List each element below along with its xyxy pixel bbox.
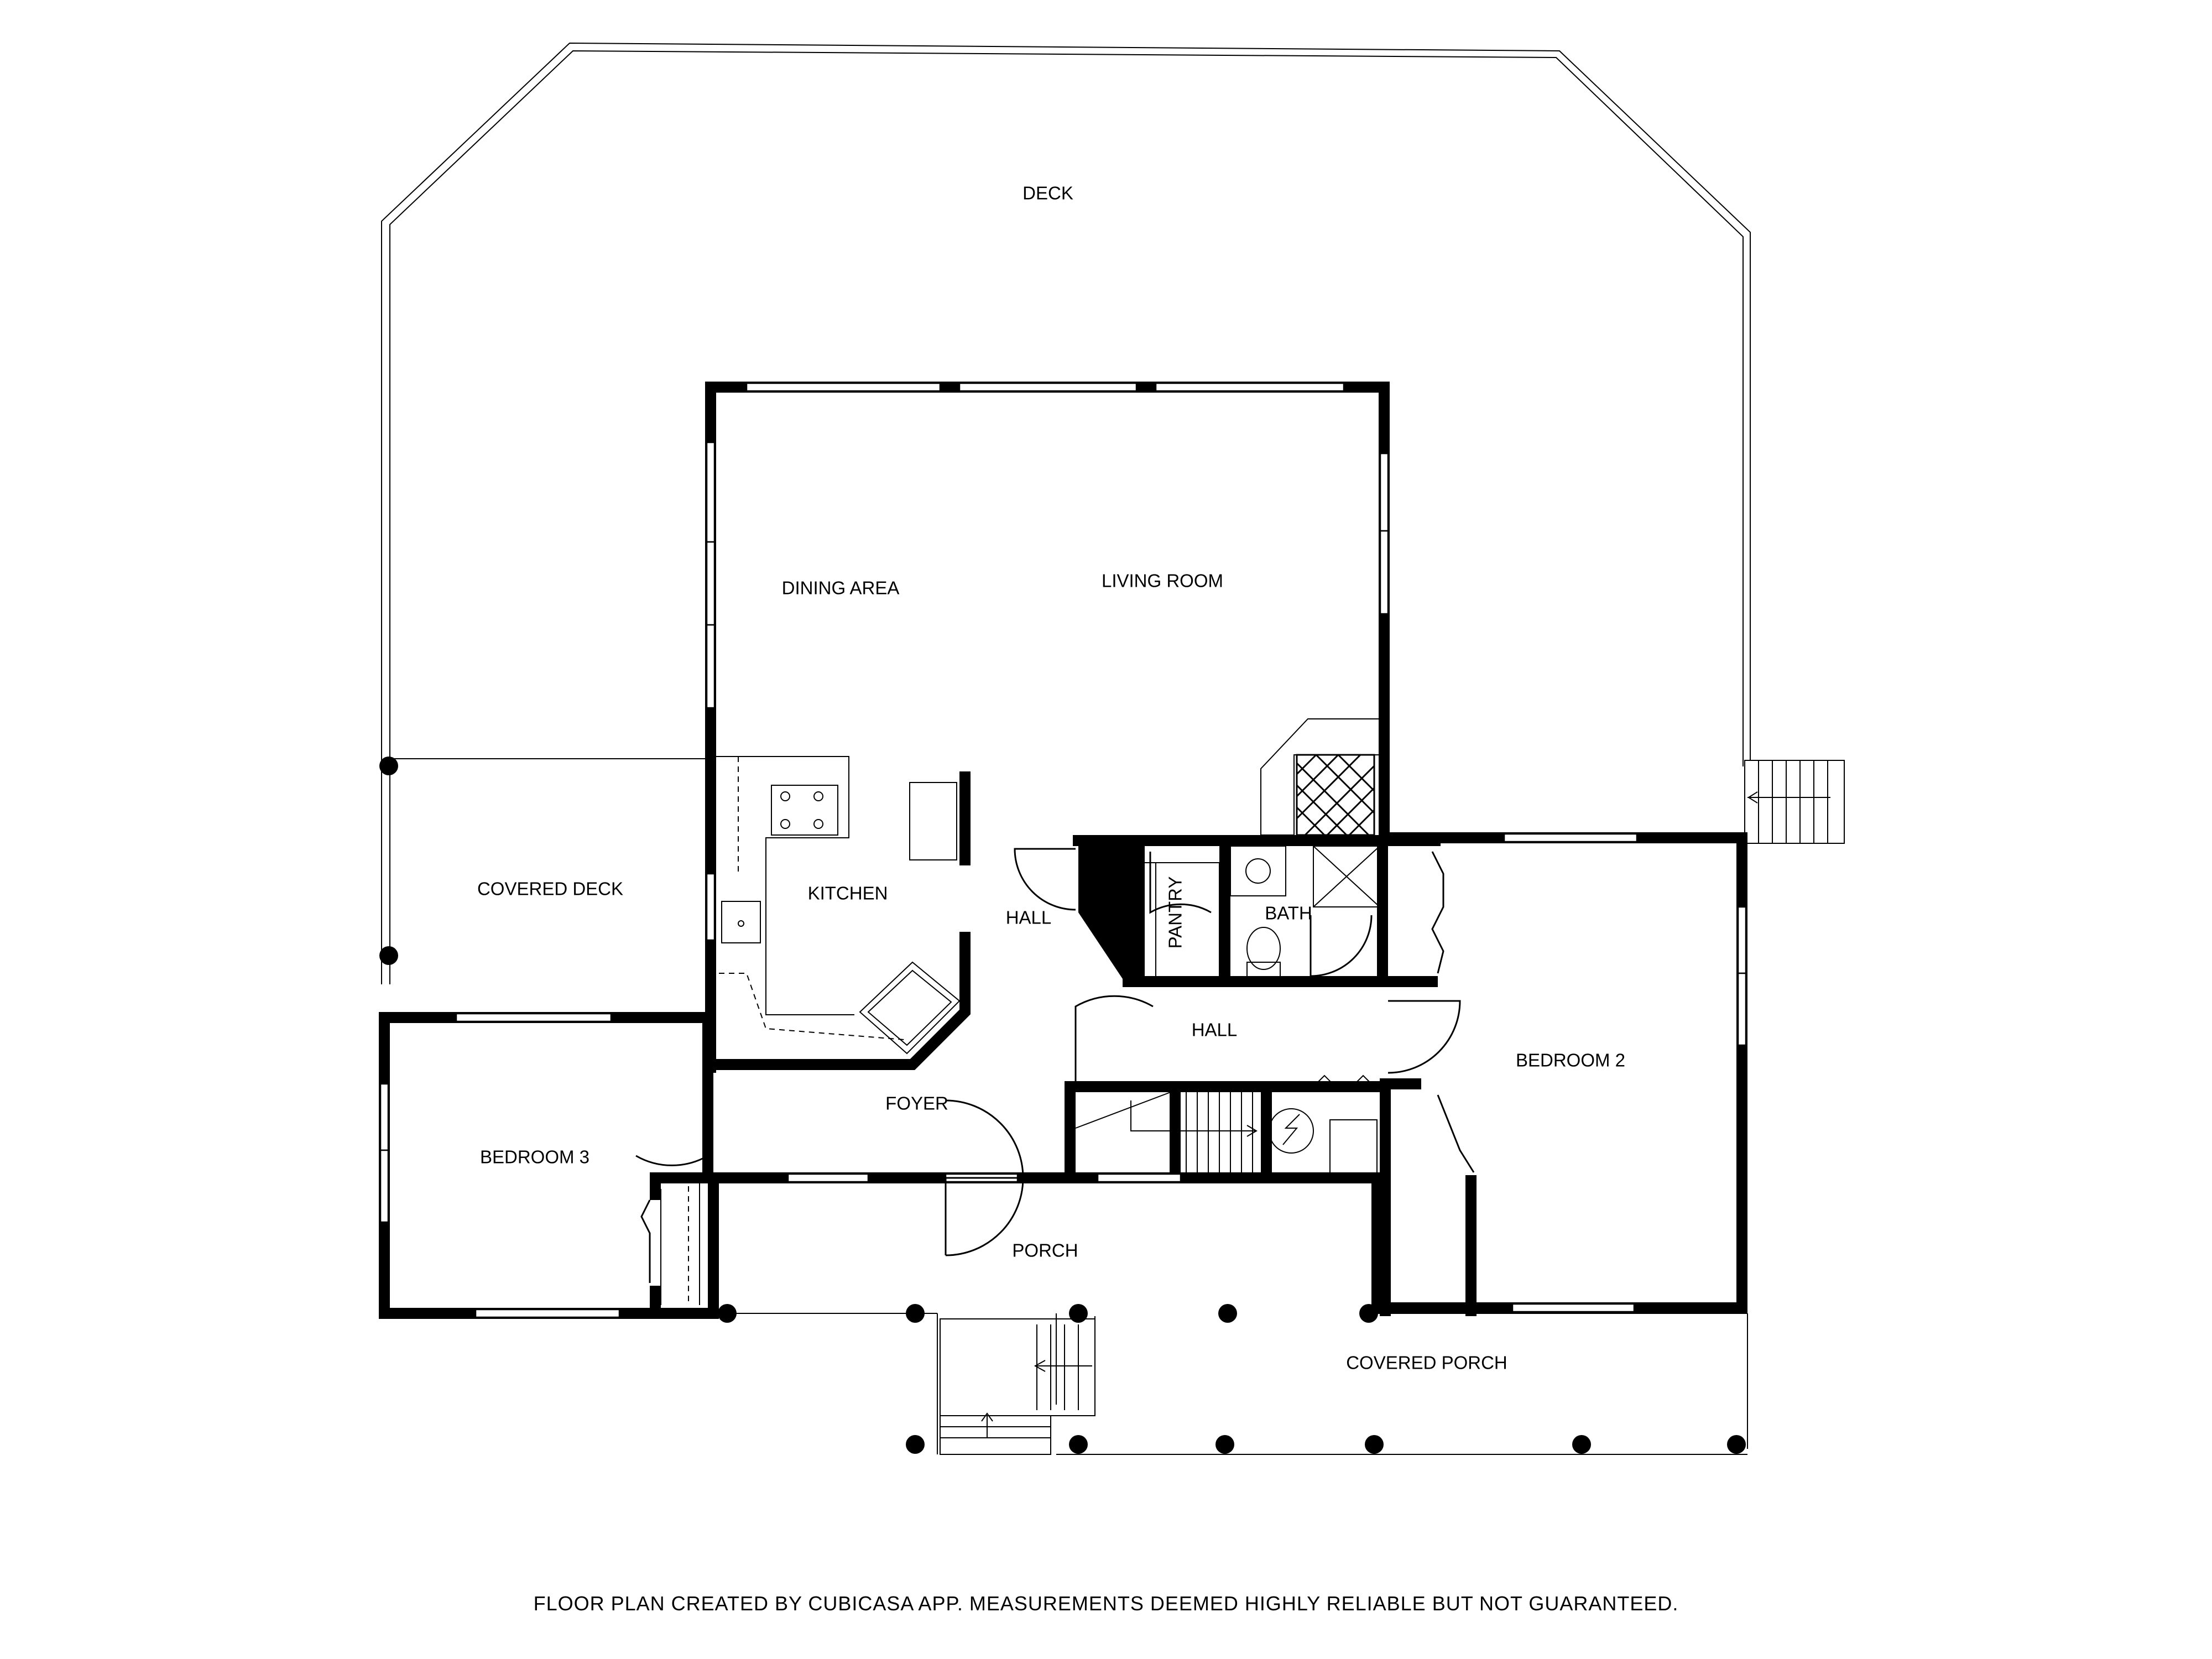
fireplace xyxy=(1260,718,1380,836)
bedroom-3-closet xyxy=(660,1183,700,1305)
label-covered-deck: COVERED DECK xyxy=(477,879,623,899)
label-kitchen: KITCHEN xyxy=(808,883,888,904)
label-deck: DECK xyxy=(1022,183,1073,204)
label-bedroom-3: BEDROOM 3 xyxy=(480,1147,589,1167)
label-hall-upper: HALL xyxy=(1006,907,1052,928)
bath-fixtures xyxy=(1081,846,1380,979)
label-living-room: LIVING ROOM xyxy=(1102,571,1223,591)
label-pantry: PANTRY xyxy=(1165,877,1186,949)
kitchen-fixtures xyxy=(716,756,961,1055)
doors xyxy=(635,848,1475,1283)
windows xyxy=(379,382,1747,1318)
deck-stairs xyxy=(1744,760,1845,844)
label-porch: PORCH xyxy=(1012,1240,1078,1261)
room-labels: DECK DINING AREA LIVING ROOM COVERED DEC… xyxy=(477,183,1625,1373)
label-hall-lower: HALL xyxy=(1192,1020,1238,1040)
label-foyer: FOYER xyxy=(885,1093,948,1114)
label-bedroom-2: BEDROOM 2 xyxy=(1516,1050,1625,1071)
label-covered-porch: COVERED PORCH xyxy=(1346,1353,1507,1373)
interior-stairs xyxy=(1075,1074,1378,1176)
footer-disclaimer: FLOOR PLAN CREATED BY CUBICASA APP. MEAS… xyxy=(534,1592,1679,1615)
covered-deck-outline xyxy=(379,757,711,965)
label-dining-area: DINING AREA xyxy=(782,578,900,598)
exterior-walls xyxy=(379,382,1747,1319)
covered-porch-outline xyxy=(716,1304,1748,1455)
label-bath: BATH xyxy=(1265,903,1312,924)
